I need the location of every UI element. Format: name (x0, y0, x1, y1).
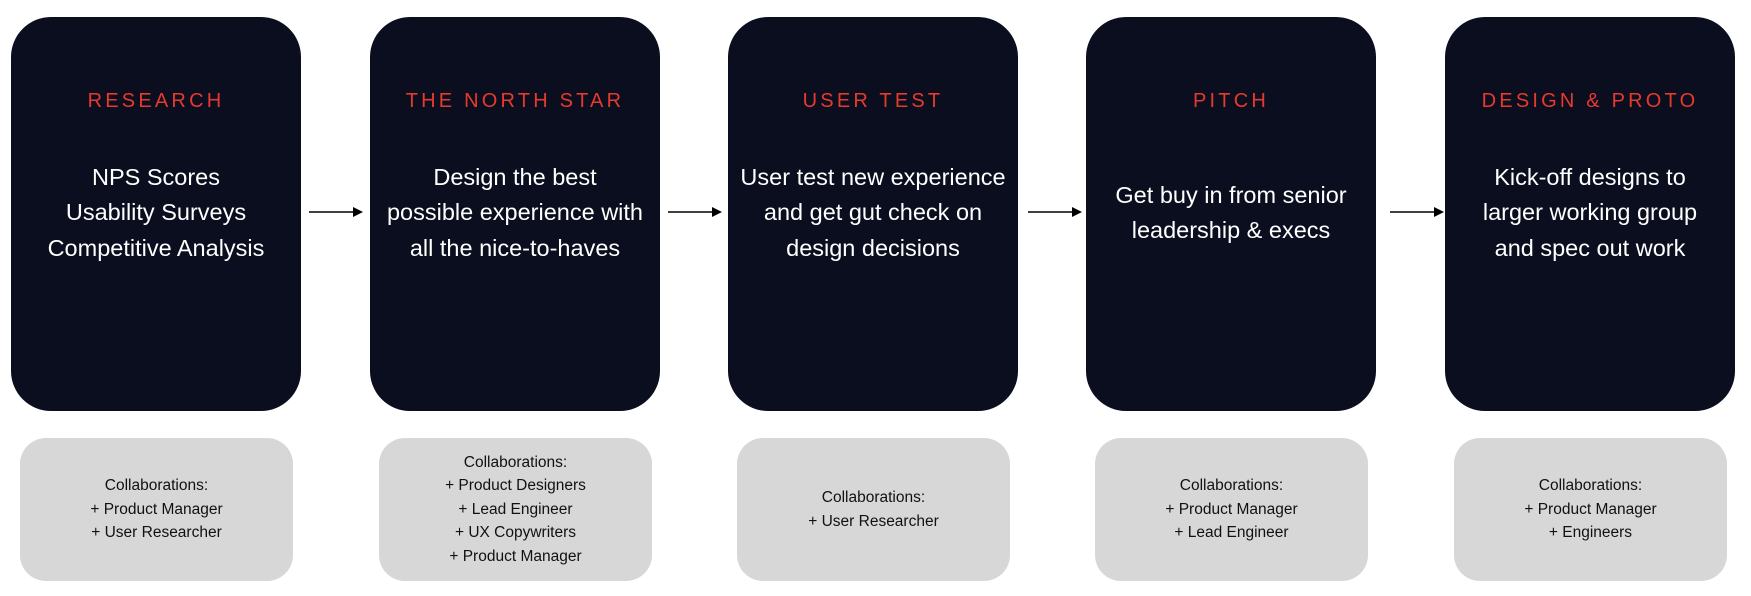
collaborator-item: + User Researcher (808, 512, 939, 530)
collaborations-label: Collaborations: (821, 489, 926, 506)
step-card-design-proto: DESIGN & PROTO Kick-off designs to large… (1445, 17, 1735, 411)
collaborations-box-design-proto: Collaborations: + Product Manager + Engi… (1454, 438, 1727, 581)
collaborator-item: + Product Manager (1165, 500, 1298, 518)
collaborator-item: + Product Manager (1524, 500, 1657, 518)
collaborator-item: + Product Designers (445, 477, 586, 495)
step-description: User test new experience and get gut che… (740, 163, 1006, 261)
collaborations-box-pitch: Collaborations: + Product Manager + Lead… (1095, 438, 1368, 581)
step-title: PITCH (1193, 90, 1269, 112)
arrow-right-icon (1028, 207, 1082, 217)
collaborator-item: + Lead Engineer (1174, 524, 1289, 542)
collaborator-item: + Product Manager (90, 500, 223, 518)
collaborations-box-user-test: Collaborations: + User Researcher (737, 438, 1010, 581)
collaborator-item: + UX Copywriters (454, 524, 577, 542)
step-title: RESEARCH (87, 90, 225, 112)
step-description: NPS Scores Usability Surveys Competitive… (47, 163, 265, 261)
step-card-user-test: USER TEST User test new experience and g… (728, 17, 1018, 411)
step-card-research: RESEARCH NPS Scores Usability Surveys Co… (11, 17, 301, 411)
collaborations-label: Collaborations: (1179, 477, 1284, 495)
collaborator-item: + User Researcher (91, 524, 222, 542)
collaborator-item: + Product Manager (449, 547, 582, 565)
collaborations-label: Collaborations: (1538, 477, 1643, 495)
arrow-right-icon (1390, 207, 1444, 217)
collaborations-label: Collaborations: (104, 477, 209, 495)
arrow-right-icon (668, 207, 722, 217)
collaborations-label: Collaborations: (463, 453, 568, 471)
step-card-north-star: THE NORTH STAR Design the best possible … (370, 17, 660, 411)
step-card-pitch: PITCH Get buy in from senior leadership … (1086, 17, 1376, 411)
collaborator-item: + Engineers (1548, 524, 1633, 542)
step-title: USER TEST (802, 90, 944, 112)
step-description: Get buy in from senior leadership & exec… (1115, 181, 1347, 244)
step-description: Kick-off designs to larger working group… (1482, 163, 1698, 261)
step-title: DESIGN & PROTO (1481, 90, 1699, 112)
collaborations-box-north-star: Collaborations: + Product Designers + Le… (379, 438, 652, 581)
step-title: THE NORTH STAR (405, 90, 625, 112)
collaborations-box-research: Collaborations: + Product Manager + User… (20, 438, 293, 581)
step-description: Design the best possible experience with… (386, 163, 644, 261)
collaborator-item: + Lead Engineer (458, 500, 573, 518)
arrow-right-icon (309, 207, 363, 217)
